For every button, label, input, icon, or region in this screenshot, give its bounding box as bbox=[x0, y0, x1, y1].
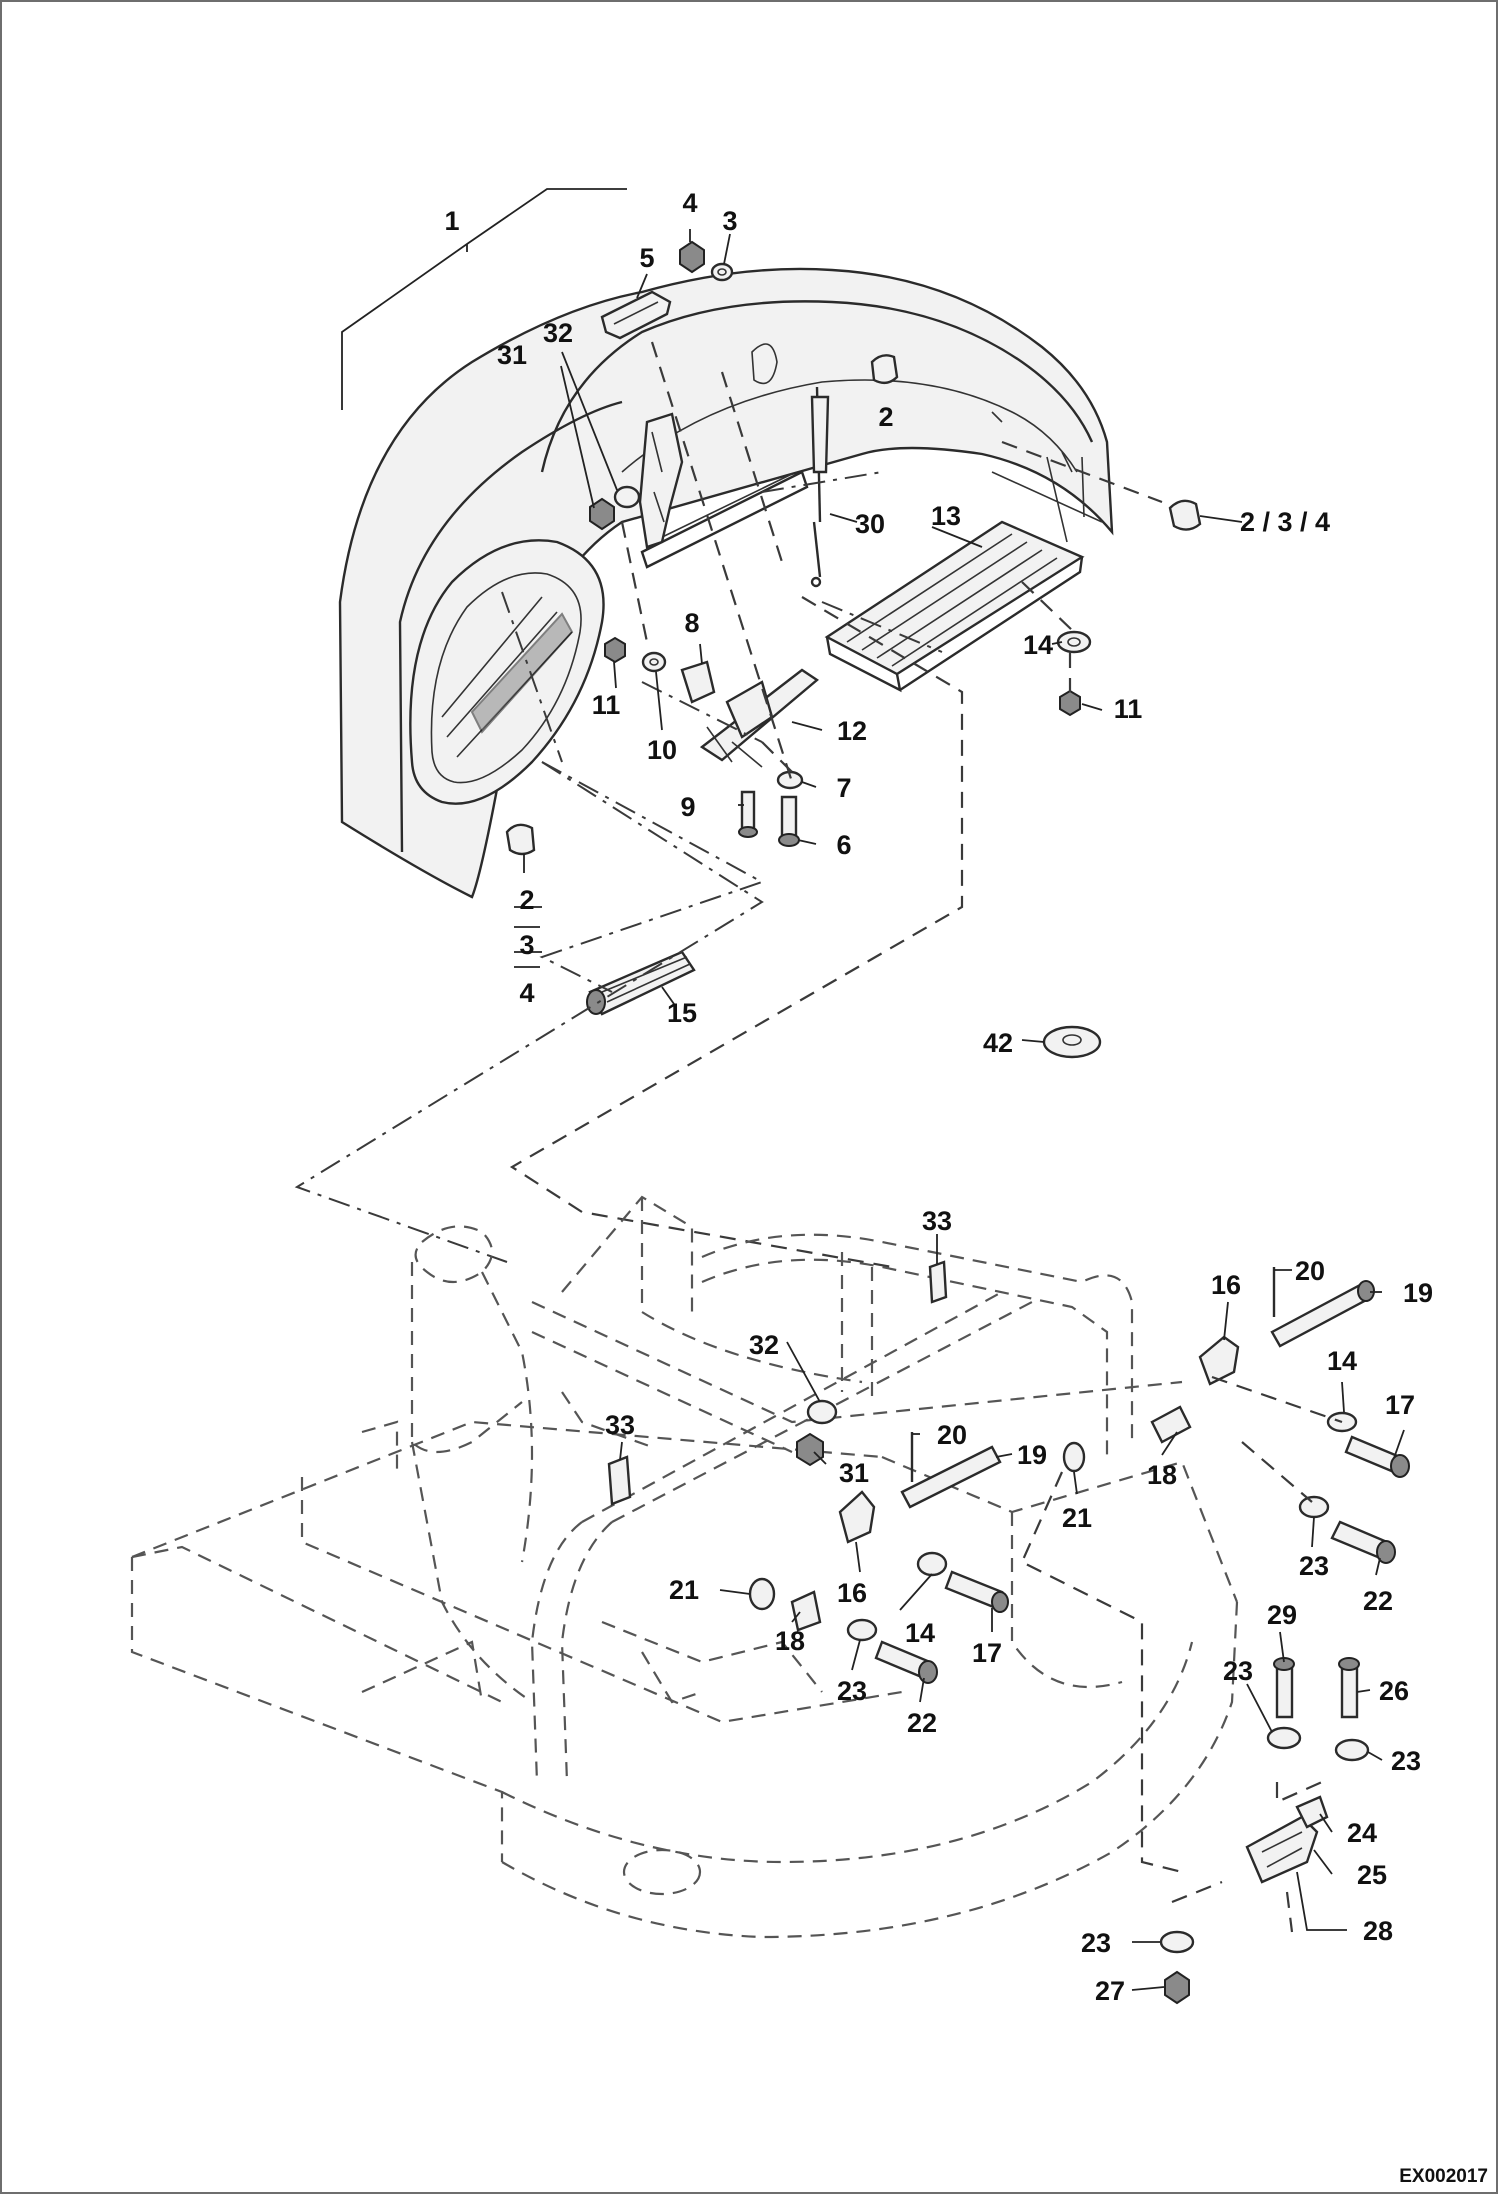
callout-26: 26 bbox=[1379, 1676, 1409, 1706]
counterweight-hood bbox=[338, 267, 1114, 899]
callout-12: 12 bbox=[837, 716, 867, 746]
latch-bracket bbox=[680, 660, 819, 768]
callout-23: 23 bbox=[1299, 1551, 1329, 1581]
callout-22: 22 bbox=[907, 1708, 937, 1738]
callout-2: 2 bbox=[519, 885, 534, 915]
callout-14: 14 bbox=[905, 1618, 935, 1648]
callout-21: 21 bbox=[669, 1575, 699, 1605]
callout-3: 3 bbox=[519, 930, 534, 960]
callout-17: 17 bbox=[972, 1638, 1002, 1668]
callout-23: 23 bbox=[1081, 1928, 1111, 1958]
lower-alignment-lines bbox=[1020, 1375, 1343, 1933]
callout-23: 23 bbox=[1391, 1746, 1421, 1776]
callout-11: 11 bbox=[592, 690, 621, 720]
upper-alignment-lines bbox=[294, 341, 1163, 1269]
hood-rail-assembly bbox=[638, 412, 809, 569]
callout-29: 29 bbox=[1267, 1600, 1297, 1630]
callout-42: 42 bbox=[983, 1028, 1013, 1058]
upper-frame bbox=[130, 1195, 1239, 1939]
drawing-code: EX002017 bbox=[1399, 2166, 1488, 2187]
callout-3: 3 bbox=[722, 206, 737, 236]
callout-11: 11 bbox=[1114, 694, 1143, 724]
callout-1: 1 bbox=[444, 206, 459, 236]
callout-8: 8 bbox=[684, 608, 699, 638]
callout-33: 33 bbox=[605, 1410, 635, 1440]
callout-5: 5 bbox=[639, 243, 654, 273]
callout-20: 20 bbox=[937, 1420, 967, 1450]
leader-lines bbox=[341, 188, 1405, 1991]
callout-23: 23 bbox=[837, 1676, 867, 1706]
frame-hardware bbox=[607, 1260, 1410, 2005]
callout-23: 23 bbox=[1223, 1656, 1253, 1686]
callout-22: 22 bbox=[1363, 1586, 1393, 1616]
callout-18: 18 bbox=[1147, 1460, 1177, 1490]
callout-31: 31 bbox=[839, 1458, 869, 1488]
callout-19: 19 bbox=[1403, 1278, 1433, 1308]
callout-labels: 1 4 3 5 32 31 2 2 / 3 / 4 30 13 8 14 11 … bbox=[444, 188, 1433, 2006]
small-hardware bbox=[505, 240, 1202, 1059]
callout-30: 30 bbox=[855, 509, 885, 539]
callout-16: 16 bbox=[837, 1578, 867, 1608]
callout-9: 9 bbox=[680, 792, 695, 822]
callout-15: 15 bbox=[667, 998, 697, 1028]
callout-4: 4 bbox=[682, 188, 697, 218]
callout-18: 18 bbox=[775, 1626, 805, 1656]
callout-13: 13 bbox=[931, 501, 961, 531]
callout-19: 19 bbox=[1017, 1440, 1047, 1470]
callout-14: 14 bbox=[1327, 1346, 1357, 1376]
callout-31: 31 bbox=[497, 340, 527, 370]
gas-strut bbox=[810, 386, 830, 588]
callout-2-3-4: 2 / 3 / 4 bbox=[1240, 507, 1330, 537]
callout-4: 4 bbox=[519, 978, 534, 1008]
callout-28: 28 bbox=[1363, 1916, 1393, 1946]
callout-14: 14 bbox=[1023, 630, 1053, 660]
callout-25: 25 bbox=[1357, 1860, 1387, 1890]
callout-33: 33 bbox=[922, 1206, 952, 1236]
callout-10: 10 bbox=[647, 735, 677, 765]
callout-24: 24 bbox=[1347, 1818, 1377, 1848]
callout-7: 7 bbox=[836, 773, 851, 803]
callout-32: 32 bbox=[543, 318, 573, 348]
step-plate bbox=[824, 520, 1085, 693]
callout-16: 16 bbox=[1211, 1270, 1241, 1300]
callout-2: 2 bbox=[878, 402, 893, 432]
callout-27: 27 bbox=[1095, 1976, 1125, 2006]
callout-6: 6 bbox=[836, 830, 851, 860]
callout-21: 21 bbox=[1062, 1503, 1092, 1533]
callout-32: 32 bbox=[749, 1330, 779, 1360]
callout-20: 20 bbox=[1295, 1256, 1325, 1286]
callout-17: 17 bbox=[1385, 1390, 1415, 1420]
